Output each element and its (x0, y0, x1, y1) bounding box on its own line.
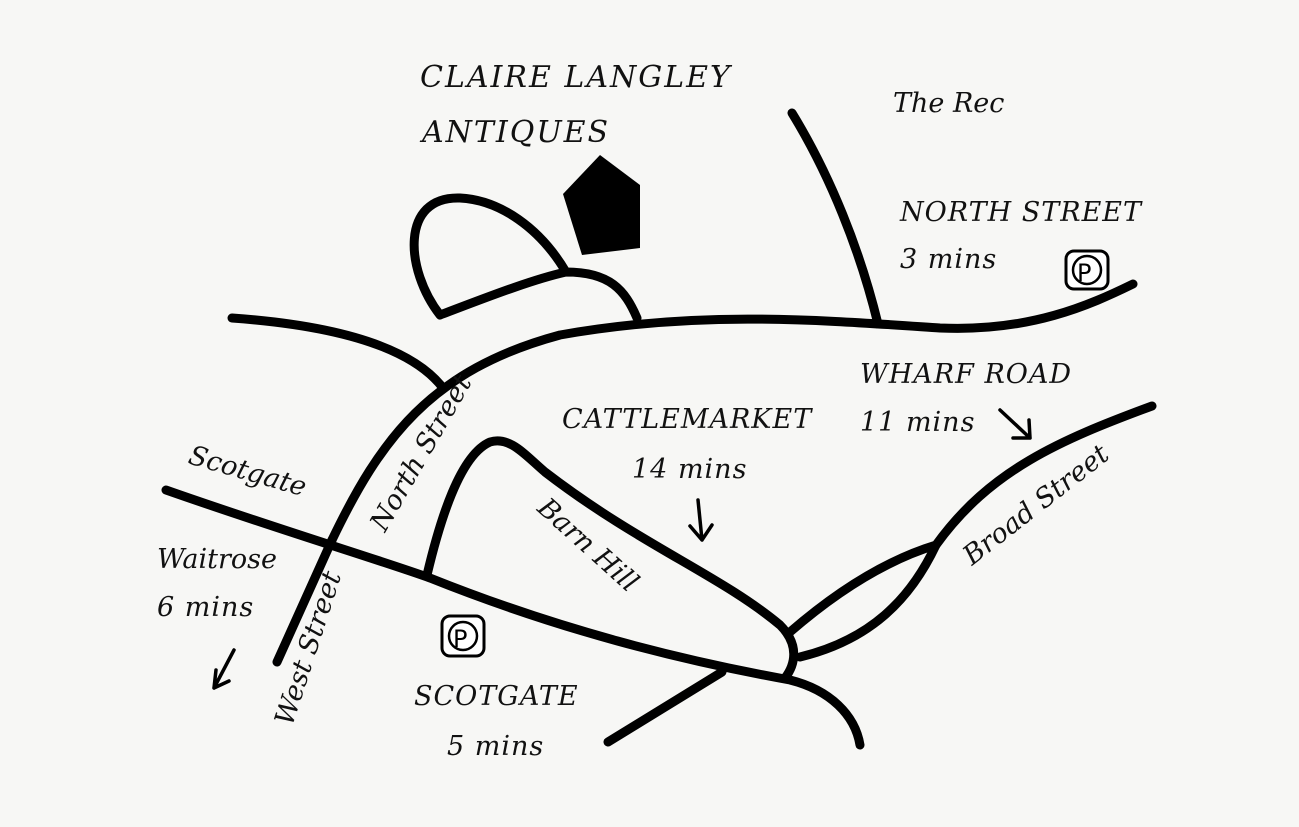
parking-north-street-name: NORTH STREET (899, 197, 1143, 228)
parking-wharf-road-name: WHARF ROAD (860, 359, 1072, 390)
parking-cattlemarket-time: 14 mins (632, 454, 747, 485)
place-the-rec: The Rec (893, 88, 1004, 119)
shop-name-line2: ANTIQUES (419, 115, 610, 150)
arrow-icon (688, 498, 714, 542)
shop-name-line1: CLAIRE LANGLEY (420, 60, 733, 95)
parking-icon: P (440, 614, 486, 658)
road-scotgate (161, 485, 865, 750)
arrow-icon (998, 408, 1032, 440)
street-label-scotgate: Scotgate (185, 440, 310, 503)
road-southeast (603, 667, 727, 747)
road-main-east (327, 279, 1138, 545)
parking-scotgate-time: 5 mins (447, 731, 544, 762)
road-broad-street-lower (795, 540, 941, 662)
parking-scotgate-name: SCOTGATE (414, 681, 579, 712)
road-west-spur (227, 313, 448, 393)
arrow-icon (212, 648, 236, 690)
parking-north-street-time: 3 mins (900, 244, 997, 275)
road-loop (409, 193, 642, 323)
parking-waitrose-name: Waitrose (157, 544, 277, 575)
road-the-rec (787, 108, 883, 329)
parking-cattlemarket-name: CATTLEMARKET (562, 404, 813, 435)
road-broad-street (785, 401, 1157, 637)
svg-text:P: P (453, 625, 467, 653)
road-west-street (272, 535, 337, 667)
road-north-street-inner (422, 436, 799, 683)
roads (161, 108, 1157, 750)
parking-wharf-road-time: 11 mins (860, 407, 975, 438)
parking-icon: P (1064, 249, 1110, 291)
parking-waitrose-time: 6 mins (157, 592, 254, 623)
svg-text:P: P (1077, 259, 1091, 287)
pentagon-marker-icon (563, 155, 640, 255)
